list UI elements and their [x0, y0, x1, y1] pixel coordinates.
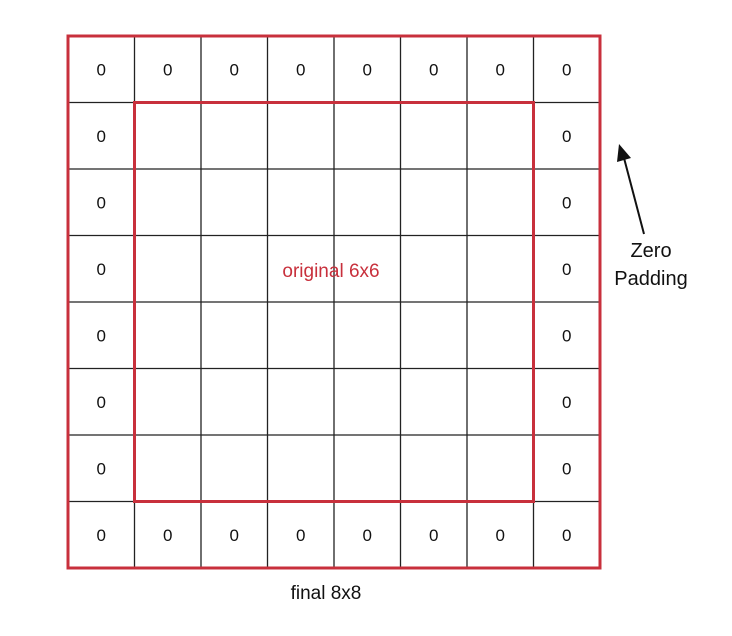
padding-cell-zero: 0 [296, 60, 305, 79]
grid-lines [68, 36, 600, 568]
padding-cell-zero: 0 [97, 127, 106, 146]
zero-padding-label-line1: Zero [630, 240, 671, 262]
zero-padding-annotation: Zero Padding [614, 144, 688, 290]
padding-cells: 0 0 0 0 0 0 0 0 0 0 0 0 0 0 0 0 0 0 0 0 0 0 0 0 0 0 0 0 [97, 60, 572, 545]
padding-cell-zero: 0 [562, 526, 571, 545]
original-6x6-label: original 6x6 [282, 261, 379, 282]
padding-cell-zero: 0 [97, 193, 106, 212]
padding-cell-zero: 0 [363, 526, 372, 545]
padding-cell-zero: 0 [296, 526, 305, 545]
arrow-line [623, 157, 645, 235]
padding-cell-zero: 0 [562, 260, 571, 279]
final-8x8-caption: final 8x8 [291, 583, 362, 604]
padding-cell-zero: 0 [562, 393, 571, 412]
padding-cell-zero: 0 [97, 60, 106, 79]
padding-cell-zero: 0 [163, 60, 172, 79]
padding-cell-zero: 0 [562, 326, 571, 345]
original-6x6-border [133, 101, 535, 503]
padding-cell-zero: 0 [429, 60, 438, 79]
padding-cell-zero: 0 [230, 60, 239, 79]
padding-cell-zero: 0 [97, 393, 106, 412]
padding-cell-zero: 0 [97, 526, 106, 545]
arrow-head-icon [617, 144, 631, 162]
padding-cell-zero: 0 [562, 60, 571, 79]
zero-padding-label-line2: Padding [614, 268, 687, 290]
padding-cell-zero: 0 [163, 526, 172, 545]
padding-cell-zero: 0 [429, 526, 438, 545]
padding-cell-zero: 0 [496, 60, 505, 79]
final-8x8-border [66, 34, 602, 570]
padding-cell-zero: 0 [363, 60, 372, 79]
padding-cell-zero: 0 [562, 127, 571, 146]
padding-cell-zero: 0 [562, 193, 571, 212]
padding-cell-zero: 0 [496, 526, 505, 545]
padding-cell-zero: 0 [562, 459, 571, 478]
padding-cell-zero: 0 [97, 326, 106, 345]
padding-cell-zero: 0 [230, 526, 239, 545]
padding-cell-zero: 0 [97, 260, 106, 279]
padding-cell-zero: 0 [97, 459, 106, 478]
